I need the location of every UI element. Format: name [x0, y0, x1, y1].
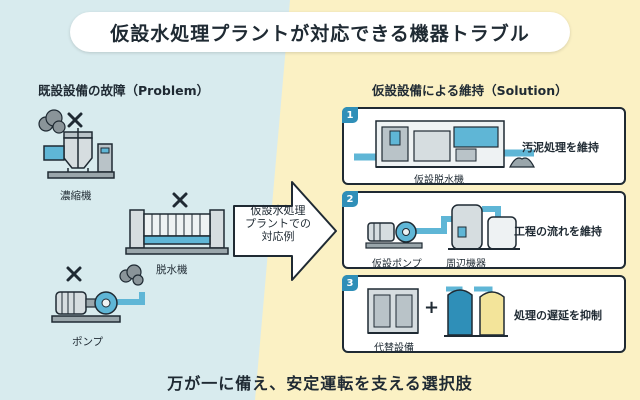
card-number: 1	[342, 107, 358, 123]
fault-x-icon	[66, 266, 82, 282]
temporary-dewatering-unit-illustration	[354, 120, 534, 168]
card-2-peripherals-label: 周辺機器	[446, 259, 486, 270]
fault-x-icon	[67, 112, 83, 128]
footer-tagline: 万が一に備え、安定運転を支える選択肢	[167, 374, 473, 393]
solution-card-1: 1 仮設脱水機 汚泥処理を維持	[342, 107, 626, 186]
sludge-pile-icon	[509, 157, 535, 168]
alternative-unit-illustration	[367, 288, 419, 334]
card-2-result: 工程の流れを維持	[514, 225, 602, 238]
card-2-pump-label: 仮設ポンプ	[372, 259, 422, 270]
card-number: 3	[342, 275, 358, 291]
pump-label: ポンプ	[72, 336, 104, 348]
solution-card-2: 2 仮設ポンプ 周辺機器 工程の流れを維持	[342, 191, 626, 270]
page-title: 仮設水処理プラントが対応できる機器トラブル	[70, 12, 570, 52]
transition-arrow-icon	[233, 181, 337, 281]
smoke-icon	[38, 109, 66, 134]
solution-heading: 仮設設備による維持（Solution）	[372, 83, 568, 98]
thickener-illustration	[38, 109, 115, 179]
temporary-pump-and-peripherals-illustration	[365, 204, 520, 250]
card-1-result: 汚泥処理を維持	[522, 141, 599, 154]
card-3-equipment-label: 代替設備	[374, 343, 414, 354]
pump-illustration	[51, 264, 145, 323]
arrow-caption-line: プラントでの	[245, 217, 311, 230]
dewatering-machine-label: 脱水機	[156, 264, 188, 276]
card-3-result: 処理の遅延を抑制	[514, 309, 602, 322]
fault-x-icon	[172, 192, 188, 208]
page-title-text: 仮設水処理プラントが対応できる機器トラブル	[110, 22, 530, 45]
problem-heading: 既設設備の故障（Problem）	[38, 83, 210, 98]
arrow-caption-line: 対応例	[261, 230, 295, 243]
plus-sign: +	[424, 297, 440, 318]
thickener-label: 濃縮機	[60, 190, 92, 202]
dewatering-machine-illustration	[125, 192, 229, 255]
smoke-icon	[119, 264, 144, 286]
card-1-equipment-label: 仮設脱水機	[414, 175, 464, 186]
solution-card-3: 3 + 代替設備 処理の遅延を抑制	[342, 275, 626, 354]
arrow-caption-line: 仮設水処理	[250, 204, 306, 217]
arrow-caption: 仮設水処理 プラントでの 対応例	[236, 204, 320, 243]
treatment-tanks-illustration	[444, 286, 508, 337]
card-number: 2	[342, 191, 358, 207]
